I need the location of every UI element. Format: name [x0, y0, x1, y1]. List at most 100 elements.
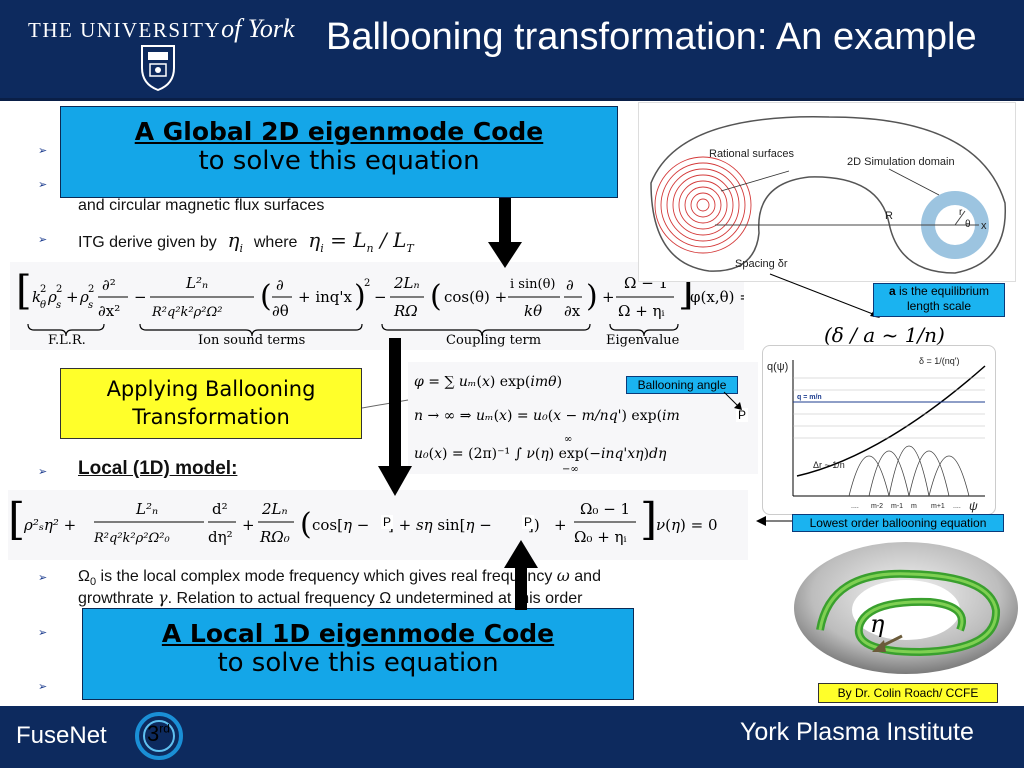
- coupling-label: Coupling term: [446, 333, 541, 348]
- theta-label: θ: [965, 219, 971, 230]
- local-box-line2: to solve this equation: [217, 648, 499, 678]
- slide-title: Ballooning transformation: An example: [326, 16, 977, 58]
- svg-text:] + sη sin[η −: ] + sη sin[η −: [388, 516, 492, 534]
- svg-text:dη²: dη²: [208, 528, 233, 546]
- svg-text:∂: ∂: [276, 276, 284, 294]
- ballooning-line2: Transformation: [132, 405, 290, 429]
- torus-diagram-svg: Rational surfaces 2D Simulation domain R…: [650, 116, 1006, 274]
- svg-text:]: ]: [640, 494, 657, 545]
- badge-number: 3rd: [147, 721, 170, 747]
- svg-text:−: −: [374, 288, 387, 306]
- R-label: R: [885, 210, 893, 222]
- omega-symbol: Ω: [78, 568, 90, 585]
- svg-text:Ω₀ + ηᵢ: Ω₀ + ηᵢ: [574, 528, 627, 546]
- bullet-marker: ➢: [38, 179, 48, 191]
- q-axis-label: q(ψ): [767, 361, 788, 373]
- bullet-marker: ➢: [38, 234, 48, 246]
- svg-text:∂²: ∂²: [102, 276, 116, 294]
- q-profile-plot: q(ψ) δ = 1/(nq') q = m/n Δr ~ 1/n ψ ....…: [762, 345, 996, 515]
- global-box-line2: to solve this equation: [198, 146, 480, 176]
- bullet-marker: ➢: [38, 145, 48, 157]
- equilibrium-length-label: a is the equilibrium length scale: [873, 283, 1005, 317]
- svg-text:u₀(x) = (2π)⁻¹ ∫ ν(η) exp(−inq: u₀(x) = (2π)⁻¹ ∫ ν(η) exp(−inq'xη)dη: [414, 446, 667, 462]
- a-desc: is the equilibrium length scale: [898, 284, 990, 313]
- badge-digit: 3: [147, 721, 160, 746]
- flr-label: F.L.R.: [48, 333, 86, 348]
- m-tick-label: m+1: [931, 503, 945, 510]
- torus-3d-image: η: [790, 540, 1020, 678]
- arrow-down-icon: [378, 338, 412, 496]
- omega-text: is the local complex mode frequency whic…: [96, 568, 557, 585]
- bullet-marker: ➢: [38, 466, 48, 478]
- p-marker: P: [736, 408, 749, 422]
- svg-text:+ inq'x: + inq'x: [298, 288, 353, 306]
- a-bold: a: [888, 284, 896, 298]
- omega-italic-symbol: ω: [556, 566, 570, 585]
- svg-text:ρ²ₛη² +: ρ²ₛη² +: [23, 516, 76, 534]
- arrow-up-icon: [504, 540, 538, 610]
- svg-text:ρ: ρ: [47, 288, 57, 306]
- svg-text:n → ∞ ⇒ uₘ(x) = u₀(x − m/nq'): n → ∞ ⇒ uₘ(x) = u₀(x − m/nq') exp(im: [414, 408, 680, 424]
- header-rule: [0, 98, 1024, 101]
- svg-text:2Lₙ: 2Lₙ: [261, 500, 288, 518]
- local-1d-code-box: A Local 1D eigenmode Code to solve this …: [82, 608, 634, 700]
- university-crest-icon: [141, 45, 175, 92]
- svg-text:L²ₙ: L²ₙ: [185, 274, 208, 292]
- university-logo-text: The Universityof York: [28, 14, 295, 44]
- m-tick-label: ....: [851, 503, 859, 510]
- svg-text:∂θ: ∂θ: [272, 302, 289, 320]
- svg-text:∞: ∞: [564, 434, 572, 445]
- fusenet-badge-icon: [135, 712, 183, 760]
- ballooning-equations-svg: φ = ∑ uₘ(x) exp(imθ) n → ∞ ⇒ uₘ(x) = u₀(…: [414, 374, 680, 475]
- svg-text:R²q²k²ρ²Ω²: R²q²k²ρ²Ω²: [151, 305, 222, 320]
- eta-definition: ηi = Ln / LT: [301, 228, 414, 255]
- svg-text:cos[η −: cos[η −: [312, 516, 369, 534]
- credit-label: By Dr. Colin Roach/ CCFE: [818, 683, 998, 703]
- york-plasma-label: York Plasma Institute: [740, 718, 974, 746]
- fusenet-label: FuseNet: [16, 722, 107, 749]
- relation-text: . Relation to actual frequency Ω undeter…: [167, 590, 583, 607]
- svg-text:k: k: [32, 288, 41, 306]
- svg-text:∂: ∂: [566, 276, 574, 294]
- global-box-line1: A Global 2D eigenmode Code: [134, 117, 544, 146]
- svg-text:R²q²k²ρ²Ω²₀: R²q²k²ρ²Ω²₀: [93, 531, 170, 546]
- svg-text:Ω + ηᵢ: Ω + ηᵢ: [618, 302, 665, 320]
- svg-text:): ): [586, 279, 598, 314]
- svg-text:kθ: kθ: [524, 302, 542, 320]
- fusenet-badge: 3rd: [134, 711, 184, 761]
- svg-text:∂x: ∂x: [564, 302, 581, 320]
- svg-text:2: 2: [364, 278, 370, 289]
- svg-text:φ = ∑ uₘ(x) exp(imθ): φ = ∑ uₘ(x) exp(imθ): [414, 374, 562, 390]
- omega-and: and: [574, 568, 601, 585]
- bullet-text-flux: and circular magnetic flux surfaces: [78, 197, 325, 214]
- growthrate-text: growthrate: [78, 590, 159, 607]
- svg-text:θ: θ: [40, 300, 46, 311]
- svg-text:ν(η) = 0: ν(η) = 0: [656, 516, 717, 534]
- svg-text:Ω₀ − 1: Ω₀ − 1: [580, 500, 630, 518]
- svg-text:s: s: [56, 300, 61, 311]
- q-mn-label: q = m/n: [797, 394, 822, 401]
- bullet-marker: ➢: [38, 572, 48, 584]
- svg-text:+: +: [66, 288, 79, 306]
- svg-text:2: 2: [56, 284, 62, 295]
- local-model-heading: Local (1D) model:: [78, 458, 238, 479]
- m-tick-label: m-2: [871, 503, 883, 510]
- svg-text:2: 2: [88, 284, 94, 295]
- m-tick-label: m: [911, 503, 917, 510]
- svg-text:s: s: [88, 300, 93, 311]
- svg-text:(: (: [300, 507, 312, 542]
- delta-label: δ = 1/(nq'): [919, 356, 960, 366]
- svg-text:φ(x,θ) = 0: φ(x,θ) = 0: [690, 288, 744, 306]
- university-name: The University: [28, 18, 222, 42]
- pointer-arrow: [769, 273, 880, 318]
- svg-text:RΩ: RΩ: [393, 302, 418, 320]
- bullet-text-itg: ITG derive given by ηi where ηi = Ln / L…: [78, 228, 414, 255]
- svg-text:(: (: [260, 279, 272, 314]
- svg-text:L²ₙ: L²ₙ: [135, 500, 158, 518]
- svg-text:2: 2: [40, 284, 46, 295]
- eta-label: η: [870, 610, 885, 638]
